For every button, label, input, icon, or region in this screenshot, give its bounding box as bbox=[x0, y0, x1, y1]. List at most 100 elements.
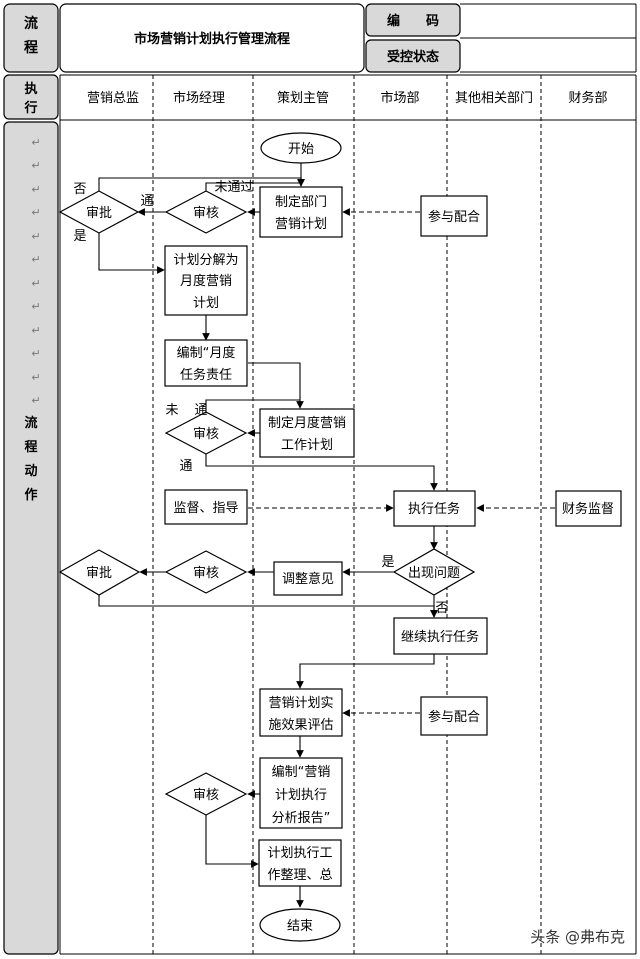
review-1-label: 审核 bbox=[193, 206, 219, 221]
edge-label-pass-2: 通 bbox=[194, 403, 207, 418]
paragraph-marks: ↵ ↵ ↵ ↵ ↵ ↵ ↵ ↵ ↵ ↵ ↵ ↵ bbox=[31, 136, 40, 407]
supervise-box bbox=[164, 489, 248, 525]
edges bbox=[98, 163, 555, 908]
review-diamond-4 bbox=[164, 772, 248, 816]
split-plan-line-3: 计划 bbox=[193, 296, 219, 311]
exec-label-2: 行 bbox=[23, 100, 37, 116]
lane-header-2: 市场经理 bbox=[173, 90, 225, 106]
svg-text:↵: ↵ bbox=[31, 230, 40, 243]
evaluate-line-2: 施效果评估 bbox=[268, 718, 333, 733]
report-line-1: 编制“营销 bbox=[272, 765, 331, 780]
execute-label: 执行任务 bbox=[408, 501, 460, 517]
approve-2-label: 审批 bbox=[86, 566, 112, 581]
split-plan-line-2: 月度营销 bbox=[180, 273, 232, 289]
finance-box bbox=[555, 490, 622, 527]
problem-label: 出现问题 bbox=[408, 566, 460, 581]
edge-label-not-passed: 未通过 bbox=[214, 180, 253, 195]
flow-label-cell bbox=[3, 3, 59, 73]
svg-text:↵: ↵ bbox=[31, 253, 40, 266]
action-label-3: 动 bbox=[24, 464, 37, 479]
code-label: 编 码 bbox=[387, 13, 439, 29]
summary-box bbox=[258, 839, 342, 887]
evaluate-box bbox=[259, 688, 343, 737]
svg-text:↵: ↵ bbox=[31, 159, 40, 172]
start-node bbox=[260, 132, 342, 164]
status-label-cell bbox=[365, 39, 461, 73]
summary-line-1: 计划执行工 bbox=[267, 846, 332, 861]
action-label-1: 流 bbox=[24, 415, 37, 431]
review-2-label: 审核 bbox=[193, 427, 219, 442]
svg-text:↵: ↵ bbox=[31, 324, 40, 337]
coop-box-2 bbox=[420, 696, 488, 736]
finance-supervise-label: 财务监督 bbox=[562, 501, 614, 517]
problem-diamond bbox=[392, 548, 476, 596]
make-monthly-line-2: 工作计划 bbox=[281, 438, 333, 453]
approve-diamond-2 bbox=[58, 549, 141, 596]
compile-monthly-line-2: 任务责任 bbox=[180, 367, 232, 383]
lane-header-3: 策划主管 bbox=[277, 90, 329, 106]
make-dept-plan-line-1: 制定部门 bbox=[275, 195, 327, 210]
make-dept-plan-box bbox=[259, 186, 343, 238]
status-label: 受控状态 bbox=[387, 49, 439, 65]
action-label-2: 程 bbox=[24, 440, 37, 455]
coop-2-label: 参与配合 bbox=[428, 709, 480, 725]
action-label-cell bbox=[3, 121, 59, 955]
review-3-label: 审核 bbox=[193, 566, 219, 581]
adjust-label: 调整意见 bbox=[282, 571, 334, 587]
continue-label: 继续执行任务 bbox=[401, 629, 479, 645]
split-plan-line-1: 计划分解为 bbox=[173, 253, 238, 268]
coop-box-1 bbox=[420, 195, 488, 237]
edge-label-not: 未 bbox=[165, 403, 178, 418]
coop-1-label: 参与配合 bbox=[428, 209, 480, 225]
adjust-box bbox=[273, 561, 343, 596]
evaluate-line-1: 营销计划实 bbox=[268, 696, 333, 711]
flow-label-2: 程 bbox=[24, 40, 38, 56]
summary-line-2: 作整理、总 bbox=[267, 868, 332, 883]
make-monthly-box bbox=[259, 408, 355, 458]
edge-label-no-2: 否 bbox=[435, 601, 448, 616]
review-diamond-3 bbox=[164, 550, 248, 594]
edge-label-yes-2: 是 bbox=[381, 555, 394, 570]
left-column: 执 行 流 程 动 作 bbox=[3, 74, 59, 955]
code-label-cell bbox=[365, 3, 461, 37]
edge-label-pass: 通 bbox=[140, 194, 153, 209]
review-4-label: 审核 bbox=[193, 788, 219, 803]
flow-label-1: 流 bbox=[24, 15, 38, 32]
node-labels: 开始 制定部门 营销计划 参与配合 审核 审批 计划分解为 月度营销 计划 编制… bbox=[86, 142, 614, 934]
svg-text:↵: ↵ bbox=[31, 183, 40, 196]
split-plan-box bbox=[164, 245, 248, 316]
page-title: 市场营销计划执行管理流程 bbox=[134, 31, 290, 47]
svg-text:↵: ↵ bbox=[31, 347, 40, 360]
review-diamond-2 bbox=[164, 411, 248, 455]
make-monthly-line-1: 制定月度营销 bbox=[268, 415, 346, 431]
action-label-4: 作 bbox=[24, 487, 37, 503]
compile-monthly-box bbox=[164, 339, 248, 387]
approve-diamond-1 bbox=[58, 190, 140, 234]
edge-label-yes: 是 bbox=[73, 229, 86, 244]
execute-box bbox=[393, 490, 476, 527]
lane-header-6: 财务部 bbox=[568, 90, 607, 106]
approve-1-label: 审批 bbox=[86, 206, 112, 221]
svg-text:↵: ↵ bbox=[31, 206, 40, 219]
svg-text:↵: ↵ bbox=[31, 300, 40, 313]
continue-box bbox=[393, 617, 488, 655]
edge-labels: 否 通 未通过 是 未 通 通 是 否 bbox=[73, 180, 448, 616]
header: 流 程 市场营销计划执行管理流程 编 码 受控状态 bbox=[3, 3, 637, 73]
report-box bbox=[259, 757, 343, 829]
end-label: 结束 bbox=[287, 919, 313, 934]
nodes bbox=[58, 132, 622, 942]
report-line-3: 分析报告” bbox=[272, 811, 331, 826]
compile-monthly-line-1: 编制“月度 bbox=[177, 345, 236, 361]
make-dept-plan-line-2: 营销计划 bbox=[275, 217, 327, 232]
exec-label-cell bbox=[3, 74, 59, 120]
review-diamond-1 bbox=[164, 190, 248, 234]
lane-headers: 营销总监 市场经理 策划主管 市场部 其他相关部门 财务部 bbox=[59, 74, 637, 955]
lane-header-4: 市场部 bbox=[380, 90, 419, 106]
svg-text:↵: ↵ bbox=[31, 394, 40, 407]
svg-text:↵: ↵ bbox=[31, 136, 40, 149]
svg-text:↵: ↵ bbox=[31, 277, 40, 290]
exec-label-1: 执 bbox=[24, 81, 37, 97]
report-line-2: 计划执行 bbox=[275, 788, 327, 803]
edge-label-no: 否 bbox=[73, 182, 86, 197]
